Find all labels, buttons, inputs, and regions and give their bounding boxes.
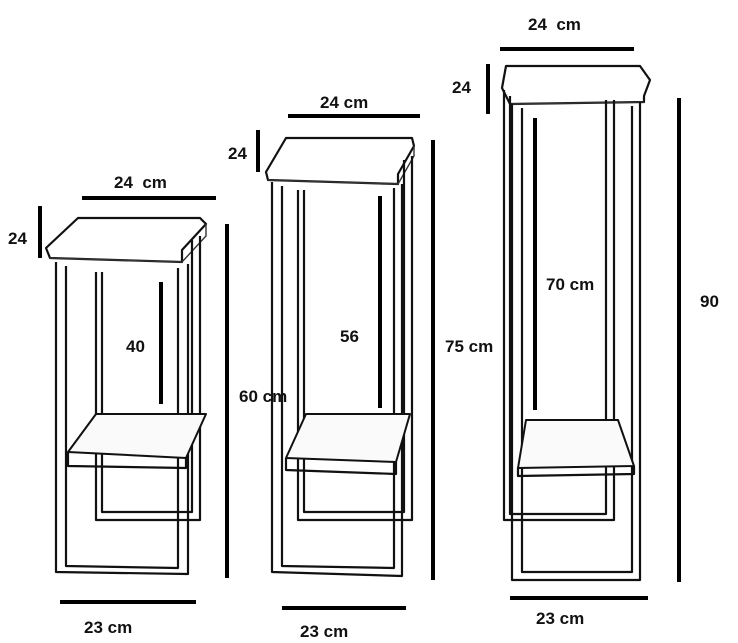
stand-medium-shelf xyxy=(285,413,411,463)
stand-large-base-width-label: 23 cm xyxy=(536,609,584,628)
stand-small-shelf xyxy=(67,413,207,459)
stand-large: 24 cm 24 70 cm 90 23 cm xyxy=(452,15,719,628)
stand-large-top-width-label: 24 cm xyxy=(528,15,581,34)
stand-medium-top-plate xyxy=(264,136,416,186)
stand-large-total-height-label: 90 xyxy=(700,292,719,311)
stand-large-back-frame xyxy=(502,90,616,522)
stand-small: 24 cm 24 40 60 cm 23 cm xyxy=(8,173,287,637)
stand-medium: 24 cm 24 56 75 cm 23 cm xyxy=(228,93,493,641)
stand-medium-back-frame xyxy=(296,156,414,522)
stand-large-shelf xyxy=(517,419,635,469)
stand-medium-inner-height-label: 56 xyxy=(340,327,359,346)
stand-medium-depth-label: 24 xyxy=(228,144,247,163)
stand-small-top-plate xyxy=(44,216,208,264)
stand-large-inner-height-label: 70 cm xyxy=(546,275,594,294)
stand-medium-front-frame xyxy=(270,182,404,578)
stand-small-top-width-label: 24 cm xyxy=(114,173,167,192)
stand-large-depth-label: 24 xyxy=(452,78,471,97)
stand-large-top-plate xyxy=(500,64,652,106)
stand-small-back-frame xyxy=(94,236,202,522)
stand-small-inner-height-label: 40 xyxy=(126,337,145,356)
stand-medium-top-width-label: 24 cm xyxy=(320,93,368,112)
stand-large-front-frame xyxy=(510,102,642,582)
stand-small-total-height-label: 60 cm xyxy=(239,387,287,406)
stand-medium-base-width-label: 23 cm xyxy=(300,622,348,641)
stand-small-base-width-label: 23 cm xyxy=(84,618,132,637)
stand-small-depth-label: 24 xyxy=(8,229,27,248)
stand-medium-total-height-label: 75 cm xyxy=(445,337,493,356)
